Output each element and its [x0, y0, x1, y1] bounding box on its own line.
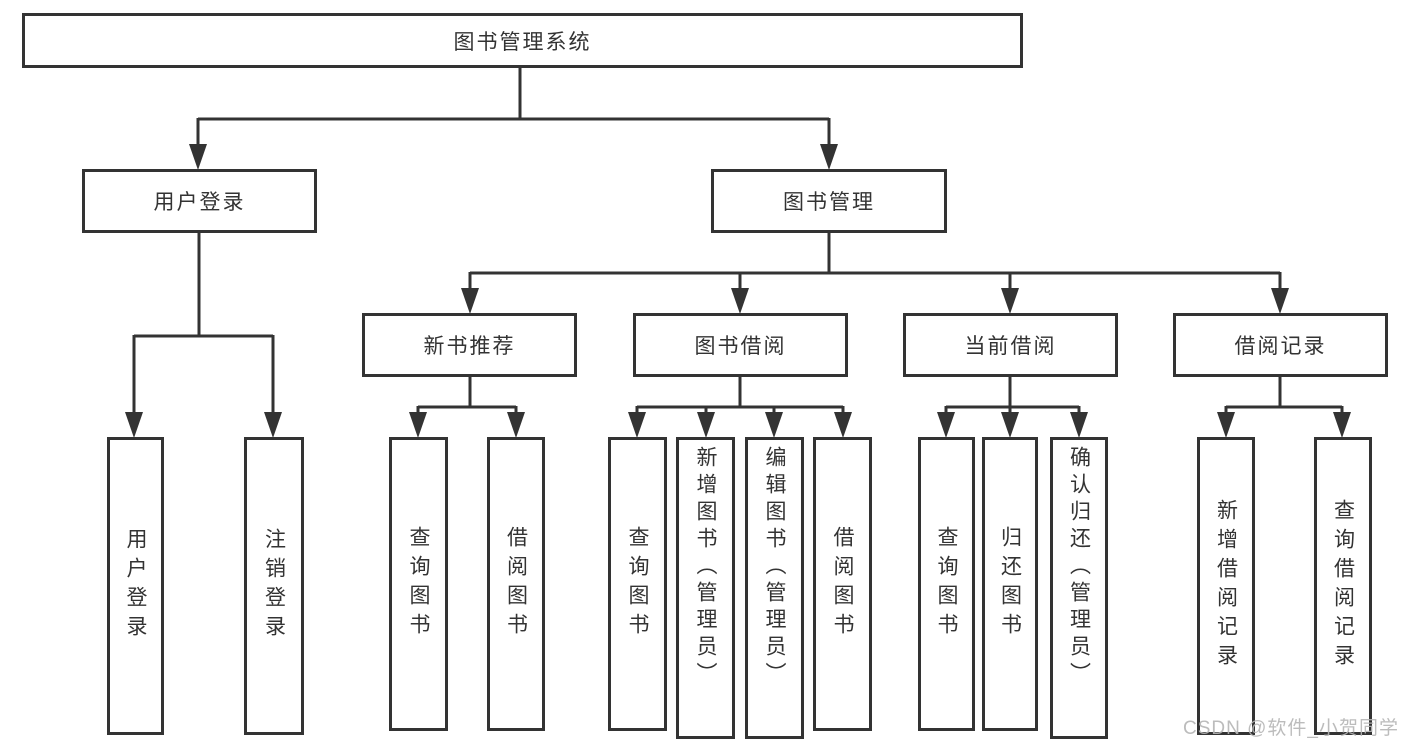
node-new-book-recommend: 新书推荐: [362, 313, 577, 377]
leaf-return-books: 归还图书: [982, 437, 1038, 731]
connector-root-to-level2: [196, 68, 831, 145]
node-borrow-records: 借阅记录: [1173, 313, 1388, 377]
leaf-add-books-admin: 新增图书（管理员）: [676, 437, 735, 739]
connector-newbook-to-leaves: [416, 377, 518, 413]
leaf-borrow-books-recommend-label: 借阅图书: [504, 526, 528, 642]
leaf-query-books-current-label: 查询图书: [935, 526, 958, 642]
leaf-confirm-return-admin: 确认归还（管理员）: [1050, 437, 1108, 739]
leaf-query-borrow-record-label: 查询借阅记录: [1331, 499, 1355, 673]
node-current-borrow: 当前借阅: [903, 313, 1118, 377]
leaf-logout-label: 注销登录: [262, 528, 286, 644]
leaf-return-books-label: 归还图书: [998, 526, 1022, 642]
node-current-borrow-label: 当前借阅: [964, 335, 1057, 358]
connector-bookborrow-to-leaves: [635, 377, 845, 413]
connector-records-to-leaves: [1224, 377, 1344, 413]
node-root-system: 图书管理系统: [22, 13, 1023, 68]
node-book-management: 图书管理: [711, 169, 947, 233]
node-root-label: 图书管理系统: [453, 30, 592, 54]
leaf-query-books-recommend-label: 查询图书: [407, 526, 430, 642]
node-new-book-recommend-label: 新书推荐: [423, 335, 516, 358]
node-user-login-label: 用户登录: [153, 191, 246, 214]
leaf-add-books-admin-label: 新增图书（管理员）: [694, 446, 717, 689]
leaf-query-books-recommend: 查询图书: [389, 437, 448, 731]
csdn-watermark: CSDN @软件_小贺同学: [1183, 718, 1399, 739]
leaf-borrow-books-label: 借阅图书: [831, 526, 854, 642]
leaf-edit-books-admin-label: 编辑图书（管理员）: [763, 446, 786, 689]
node-borrow-records-label: 借阅记录: [1234, 335, 1327, 358]
leaf-user-login-label: 用户登录: [124, 528, 147, 644]
node-book-borrow-label: 图书借阅: [694, 335, 787, 358]
leaf-logout: 注销登录: [244, 437, 304, 735]
leaf-query-books-borrow-label: 查询图书: [626, 526, 649, 642]
leaf-confirm-return-admin-label: 确认归还（管理员）: [1067, 446, 1091, 689]
node-user-login: 用户登录: [82, 169, 317, 233]
connector-bookmgmt-to-level3: [468, 233, 1282, 289]
leaf-add-borrow-record-label: 新增借阅记录: [1214, 499, 1238, 673]
leaf-add-borrow-record: 新增借阅记录: [1197, 437, 1255, 735]
connector-currentborrow-to-leaves: [944, 377, 1081, 413]
leaf-borrow-books-recommend: 借阅图书: [487, 437, 545, 731]
connector-userlogin-to-leaves: [132, 233, 275, 413]
leaf-borrow-books: 借阅图书: [813, 437, 872, 731]
leaf-user-login: 用户登录: [107, 437, 164, 735]
leaf-query-books-borrow: 查询图书: [608, 437, 667, 731]
leaf-edit-books-admin: 编辑图书（管理员）: [745, 437, 804, 739]
leaf-query-books-current: 查询图书: [918, 437, 975, 731]
node-book-borrow: 图书借阅: [633, 313, 848, 377]
leaf-query-borrow-record: 查询借阅记录: [1314, 437, 1372, 735]
node-book-management-label: 图书管理: [783, 191, 875, 214]
